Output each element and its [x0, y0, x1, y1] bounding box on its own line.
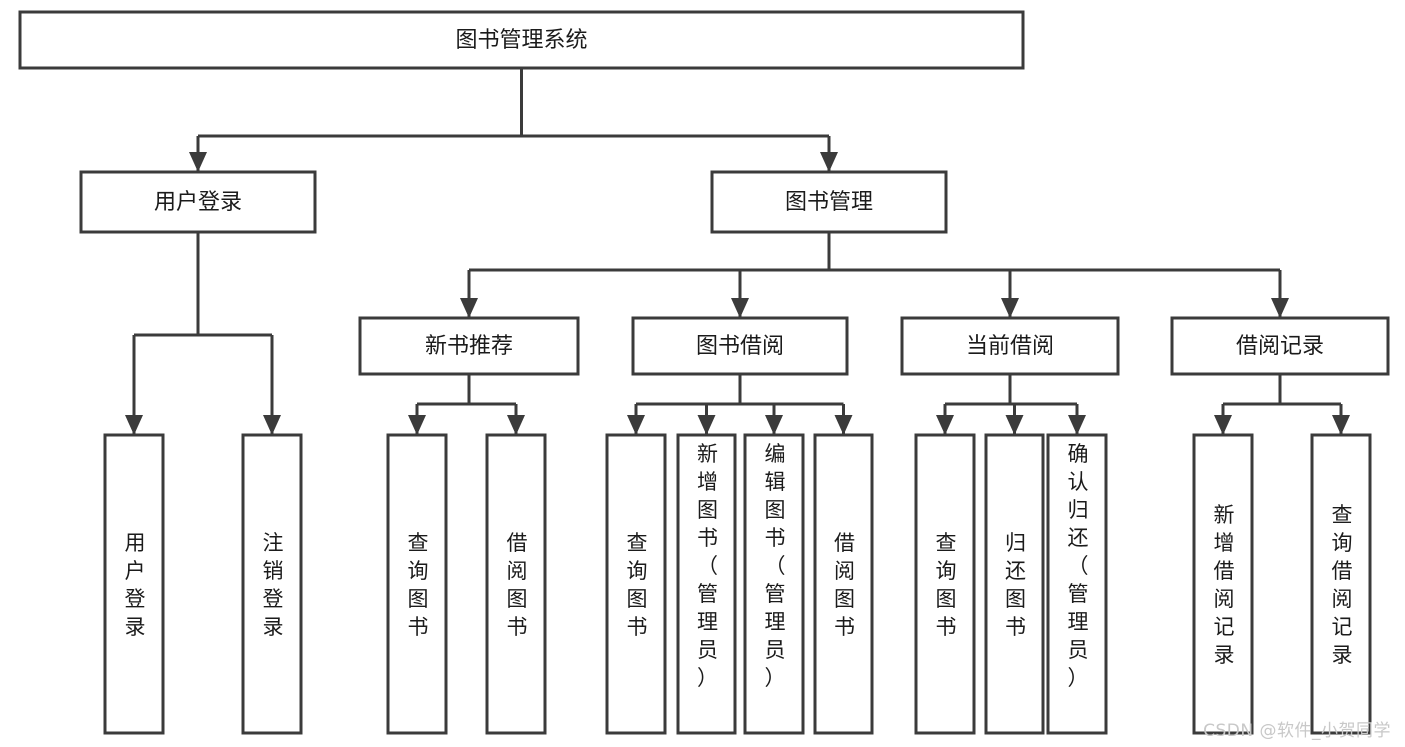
arrow-head-icon — [1068, 415, 1086, 435]
node-label: 确认归还（管理员） — [1068, 442, 1089, 690]
node-当前借阅[interactable]: 当前借阅 — [900, 316, 1120, 376]
node-label: 用户登录 — [125, 531, 146, 639]
node-用户登录[interactable]: 用户登录 — [103, 433, 165, 735]
arrow-head-icon — [1214, 415, 1232, 435]
connector-layer — [125, 68, 1350, 435]
node-layer: 图书管理系统用户登录用户登录注销登录图书管理新书推荐查询图书借阅图书图书借阅查询… — [18, 10, 1390, 735]
arrow-head-icon — [1332, 415, 1350, 435]
node-编辑图书管理员[interactable]: 编辑图书（管理员） — [743, 433, 805, 735]
node-label: 编辑图书（管理员） — [765, 442, 786, 690]
node-label: 当前借阅 — [966, 334, 1054, 359]
node-label: 查询图书 — [627, 531, 648, 639]
node-label: 新书推荐 — [425, 334, 513, 359]
node-label: 查询图书 — [408, 531, 429, 639]
node-新书推荐[interactable]: 新书推荐 — [358, 316, 580, 376]
arrow-head-icon — [460, 298, 478, 318]
arrow-head-icon — [834, 415, 853, 435]
node-用户登录[interactable]: 用户登录 — [79, 170, 317, 234]
node-box — [914, 433, 976, 735]
arrow-head-icon — [189, 152, 207, 172]
node-注销登录[interactable]: 注销登录 — [241, 433, 303, 735]
node-label: 图书管理 — [785, 190, 873, 215]
node-label: 新增借阅记录 — [1214, 503, 1235, 667]
node-label: 查询图书 — [936, 531, 957, 639]
node-图书借阅[interactable]: 图书借阅 — [631, 316, 849, 376]
node-借阅图书[interactable]: 借阅图书 — [813, 433, 874, 735]
node-label: 借阅图书 — [507, 531, 528, 639]
node-box — [605, 433, 667, 735]
node-label: 查询借阅记录 — [1332, 503, 1353, 667]
node-label: 注销登录 — [263, 531, 284, 639]
arrow-head-icon — [1271, 298, 1289, 318]
node-查询图书[interactable]: 查询图书 — [605, 433, 667, 735]
node-box — [103, 433, 165, 735]
node-box — [743, 433, 805, 735]
node-box — [79, 170, 317, 234]
node-label: 用户登录 — [154, 190, 242, 215]
node-查询图书[interactable]: 查询图书 — [386, 433, 448, 735]
node-box — [241, 433, 303, 735]
node-新增图书管理员[interactable]: 新增图书（管理员） — [676, 433, 737, 735]
node-box — [1310, 433, 1372, 735]
arrow-head-icon — [765, 415, 783, 435]
node-label: 借阅记录 — [1236, 334, 1324, 359]
node-图书管理系统[interactable]: 图书管理系统 — [18, 10, 1025, 70]
node-label: 图书管理系统 — [455, 28, 587, 53]
arrow-head-icon — [1005, 415, 1024, 435]
arrow-head-icon — [125, 415, 143, 435]
node-label: 图书借阅 — [696, 334, 784, 359]
node-box — [676, 433, 737, 735]
node-查询借阅记录[interactable]: 查询借阅记录 — [1310, 433, 1372, 735]
node-box — [18, 10, 1025, 70]
node-box — [358, 316, 580, 376]
arrow-head-icon — [408, 415, 426, 435]
node-确认归还管理员[interactable]: 确认归还（管理员） — [1046, 433, 1108, 735]
node-归还图书[interactable]: 归还图书 — [984, 433, 1045, 735]
arrow-head-icon — [936, 415, 954, 435]
arrow-head-icon — [820, 152, 838, 172]
node-box — [386, 433, 448, 735]
node-box — [1046, 433, 1108, 735]
node-box — [485, 433, 547, 735]
node-box — [1192, 433, 1254, 735]
node-查询图书[interactable]: 查询图书 — [914, 433, 976, 735]
node-图书管理[interactable]: 图书管理 — [710, 170, 948, 234]
arrow-head-icon — [263, 415, 281, 435]
node-box — [631, 316, 849, 376]
node-label: 新增图书（管理员） — [697, 442, 718, 690]
arrow-head-icon — [731, 298, 749, 318]
node-box — [900, 316, 1120, 376]
arrow-head-icon — [697, 415, 716, 435]
arrow-head-icon — [627, 415, 645, 435]
arrow-head-icon — [507, 415, 525, 435]
node-box — [1170, 316, 1390, 376]
arrow-head-icon — [1001, 298, 1019, 318]
node-label: 归还图书 — [1005, 531, 1026, 639]
node-box — [710, 170, 948, 234]
node-box — [984, 433, 1045, 735]
node-label: 借阅图书 — [834, 531, 855, 639]
node-借阅图书[interactable]: 借阅图书 — [485, 433, 547, 735]
node-新增借阅记录[interactable]: 新增借阅记录 — [1192, 433, 1254, 735]
watermark: CSDN @软件_小贺同学 — [1203, 721, 1391, 741]
node-借阅记录[interactable]: 借阅记录 — [1170, 316, 1390, 376]
node-box — [813, 433, 874, 735]
